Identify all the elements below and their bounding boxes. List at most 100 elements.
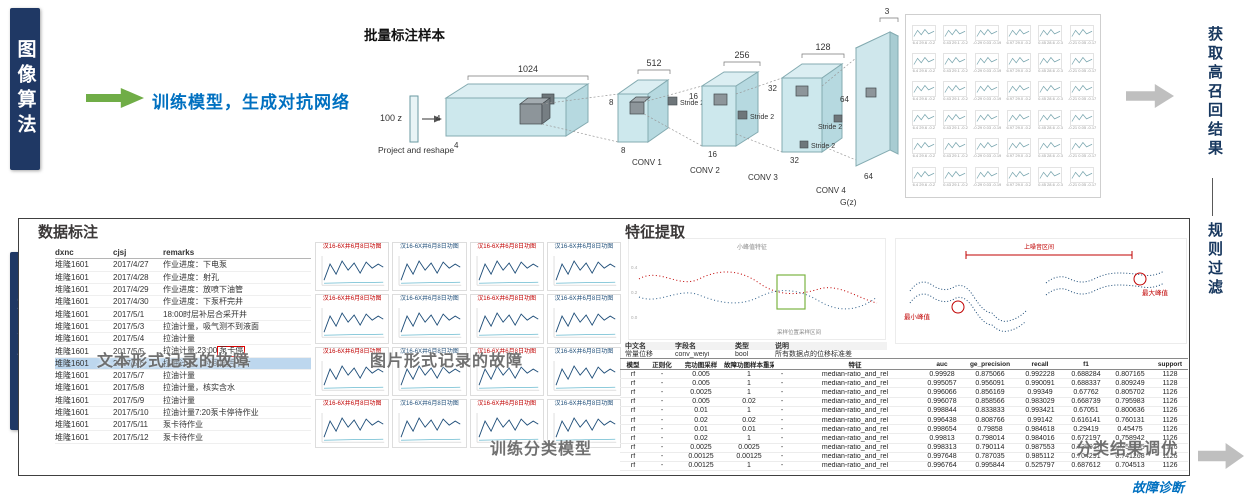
fault-image-thumbnail: 汉16-6X井6月8日功图: [315, 346, 390, 396]
thumbnail-title: 汉16-6X井6月8日功图: [554, 400, 614, 407]
sample-caption: 6.4 29.6 -0.2: [912, 67, 936, 73]
thumbnail-title: 汉16-6X井6月8日功图: [322, 400, 382, 407]
well-cell: 堆隆1601: [55, 309, 89, 319]
thumbnail-title: 汉16-6X井6月8日功图: [400, 244, 459, 250]
results-header-cell: support: [1157, 360, 1183, 368]
well-cell: 堆隆1601: [55, 371, 89, 381]
table-row: 堆隆1601 2017/5/1 18:00时层补层合采开井: [55, 308, 311, 321]
sample-caption: 6.97 29.0 -0.2: [1006, 124, 1032, 130]
thumbnail-title: 汉16-6X井6月8日功图: [322, 296, 382, 303]
table-row: 堆隆1601 2017/5/4 拉油计量: [55, 333, 311, 346]
thumbnail-title: 汉16-6X井6月8日功图: [477, 244, 536, 250]
field-header-cell: 说明: [775, 343, 789, 350]
dim-32-bottom-label: 32: [790, 156, 799, 165]
table-row: 堆隆1601 2017/5/8 拉油计量，核实含水: [55, 382, 311, 395]
sample-caption: 6.97 29.0 -0.2: [1006, 153, 1032, 159]
remarks-cell: 作业进度：放喷下油管: [163, 285, 243, 295]
sample-caption: 6.4 29.6 -0.2: [912, 124, 936, 130]
thumbnail-chart-icon: [476, 360, 539, 391]
feature-extraction-title: 特征提取: [625, 224, 686, 241]
fault-image-thumbnail: 汉16-6X井6月8日功图: [546, 242, 621, 292]
svg-text:0.2: 0.2: [631, 290, 638, 295]
tensor-4x4x1024: 1024 4 4: [436, 64, 619, 150]
dim-1024-label: 1024: [518, 64, 538, 74]
well-cell: 堆隆1601: [55, 334, 89, 344]
generated-sample: 6.4 29.6 -0.2: [908, 138, 940, 159]
stride2-label-1: Stride 2: [680, 100, 704, 107]
to-diagnosis-arrow-icon: [1198, 443, 1244, 469]
svg-text:0.0: 0.0: [631, 315, 638, 320]
flow-connector-line: [1212, 178, 1213, 216]
table-row: 堆隆1601 2017/5/12 泵卡待作业: [55, 431, 311, 444]
generated-sample: 6.4 29.6 -0.2: [908, 109, 940, 131]
results-header-cell: 完功图采样: [684, 362, 718, 369]
results-header-cell: auc: [936, 360, 948, 368]
conv2-label: CONV 2: [690, 166, 720, 175]
remarks-cell: 拉油计量: [163, 334, 195, 344]
sample-curve-icon: [1038, 109, 1063, 126]
remarks-cell: 作业进度：下电泵: [163, 260, 227, 270]
generated-sample: 0.45 28.6 -0.3: [1035, 81, 1067, 102]
thumbnail-title: 汉16-6X井6月8日功图: [322, 244, 382, 250]
remarks-cell: 18:00时层补层合采开井: [163, 309, 248, 319]
sample-caption: 6.4 29.6 -0.2: [912, 96, 936, 102]
generated-sample: 0.43 29.1 -0.2: [940, 52, 972, 74]
generated-sample: 6.97 29.0 -0.2: [1003, 138, 1035, 159]
tune-results-overlay: 分类结果调优: [1076, 441, 1179, 458]
dim-4-left-label: 4: [436, 114, 441, 123]
sample-curve-icon: [1038, 166, 1063, 183]
sample-curve-icon: [943, 81, 968, 98]
remarks-cell: 作业进度：下泵杆完井: [163, 297, 243, 307]
remarks-cell: 拉油计量7:20泵卡停待作业: [163, 408, 259, 417]
table-row: 堆隆1601 2017/5/3 拉油计量，吸气测不到液面: [55, 321, 311, 334]
thumbnail-title: 汉16-6X井6月8日功图: [400, 348, 459, 355]
sample-caption: 6.97 29.0 -0.2: [1006, 39, 1032, 45]
fault-image-thumbnail: 汉16-6X井6月8日功图: [392, 398, 467, 448]
well-cell: 堆隆1601: [55, 395, 89, 405]
sample-curve-icon: [1038, 52, 1063, 69]
date-cell: 2017/5/1: [113, 309, 145, 319]
date-cell: 2017/5/4: [113, 334, 145, 344]
sample-curve-icon: [975, 24, 1000, 41]
generated-sample: -0.21 0.05 -0.17: [1066, 24, 1098, 46]
generated-sample: 6.97 29.0 -0.2: [1003, 24, 1035, 46]
well-cell: 堆隆1601: [55, 260, 89, 270]
well-cell: 堆隆1601: [55, 297, 89, 307]
thumbnail-chart-icon: [553, 256, 616, 286]
thumbnail-title: 汉16-6X井6月8日功图: [477, 400, 536, 407]
tensor-16x16x256: 256 16 16 Stride 2 CONV 2: [689, 50, 783, 175]
sample-caption: 6.97 29.0 -0.2: [1006, 96, 1032, 102]
sample-caption: 6.97 29.0 -0.2: [1006, 181, 1032, 187]
dim-32-left-label: 32: [768, 84, 777, 93]
sample-caption: 0.45 28.6 -0.3: [1038, 67, 1063, 73]
sample-caption: 6.4 29.6 -0.2: [912, 153, 936, 159]
thumbnail-chart-icon: [553, 412, 616, 443]
thumbnail-title: 汉16-6X井6月8日功图: [477, 296, 536, 303]
rule-filter-label: 规则过滤: [1206, 222, 1223, 298]
generated-sample: -0.21 0.05 -0.17: [1066, 52, 1098, 74]
sample-curve-icon: [1070, 52, 1095, 69]
region-highlight-box: [776, 274, 806, 310]
fault-image-thumbnail: 汉16-6X井6月8日功图: [315, 242, 390, 292]
thumbnail-chart-icon: [321, 256, 385, 286]
sample-curve-icon: [911, 81, 936, 98]
well-cell: 堆隆1601: [55, 272, 89, 282]
remarks-cell: 拉油计量，时间推后卡片: [163, 358, 251, 368]
table-row: 堆隆1601 2017/5/6 拉油计量，时间推后卡片: [55, 357, 311, 370]
generated-sample: 6.4 29.6 -0.2: [908, 166, 940, 188]
fault-table-header-cell: dxnc: [55, 248, 74, 258]
sample-caption: 0.43 29.1 -0.2: [943, 153, 968, 159]
thumbnail-title: 汉16-6X井6月8日功图: [322, 348, 382, 355]
generated-sample: -0.29 0.03 -0.19: [971, 52, 1003, 74]
sample-curve-icon: [1006, 81, 1031, 98]
sample-caption: -0.29 0.03 -0.19: [973, 153, 1002, 159]
sample-curve-icon: [911, 24, 936, 41]
generated-sample: -0.29 0.03 -0.19: [971, 109, 1003, 131]
